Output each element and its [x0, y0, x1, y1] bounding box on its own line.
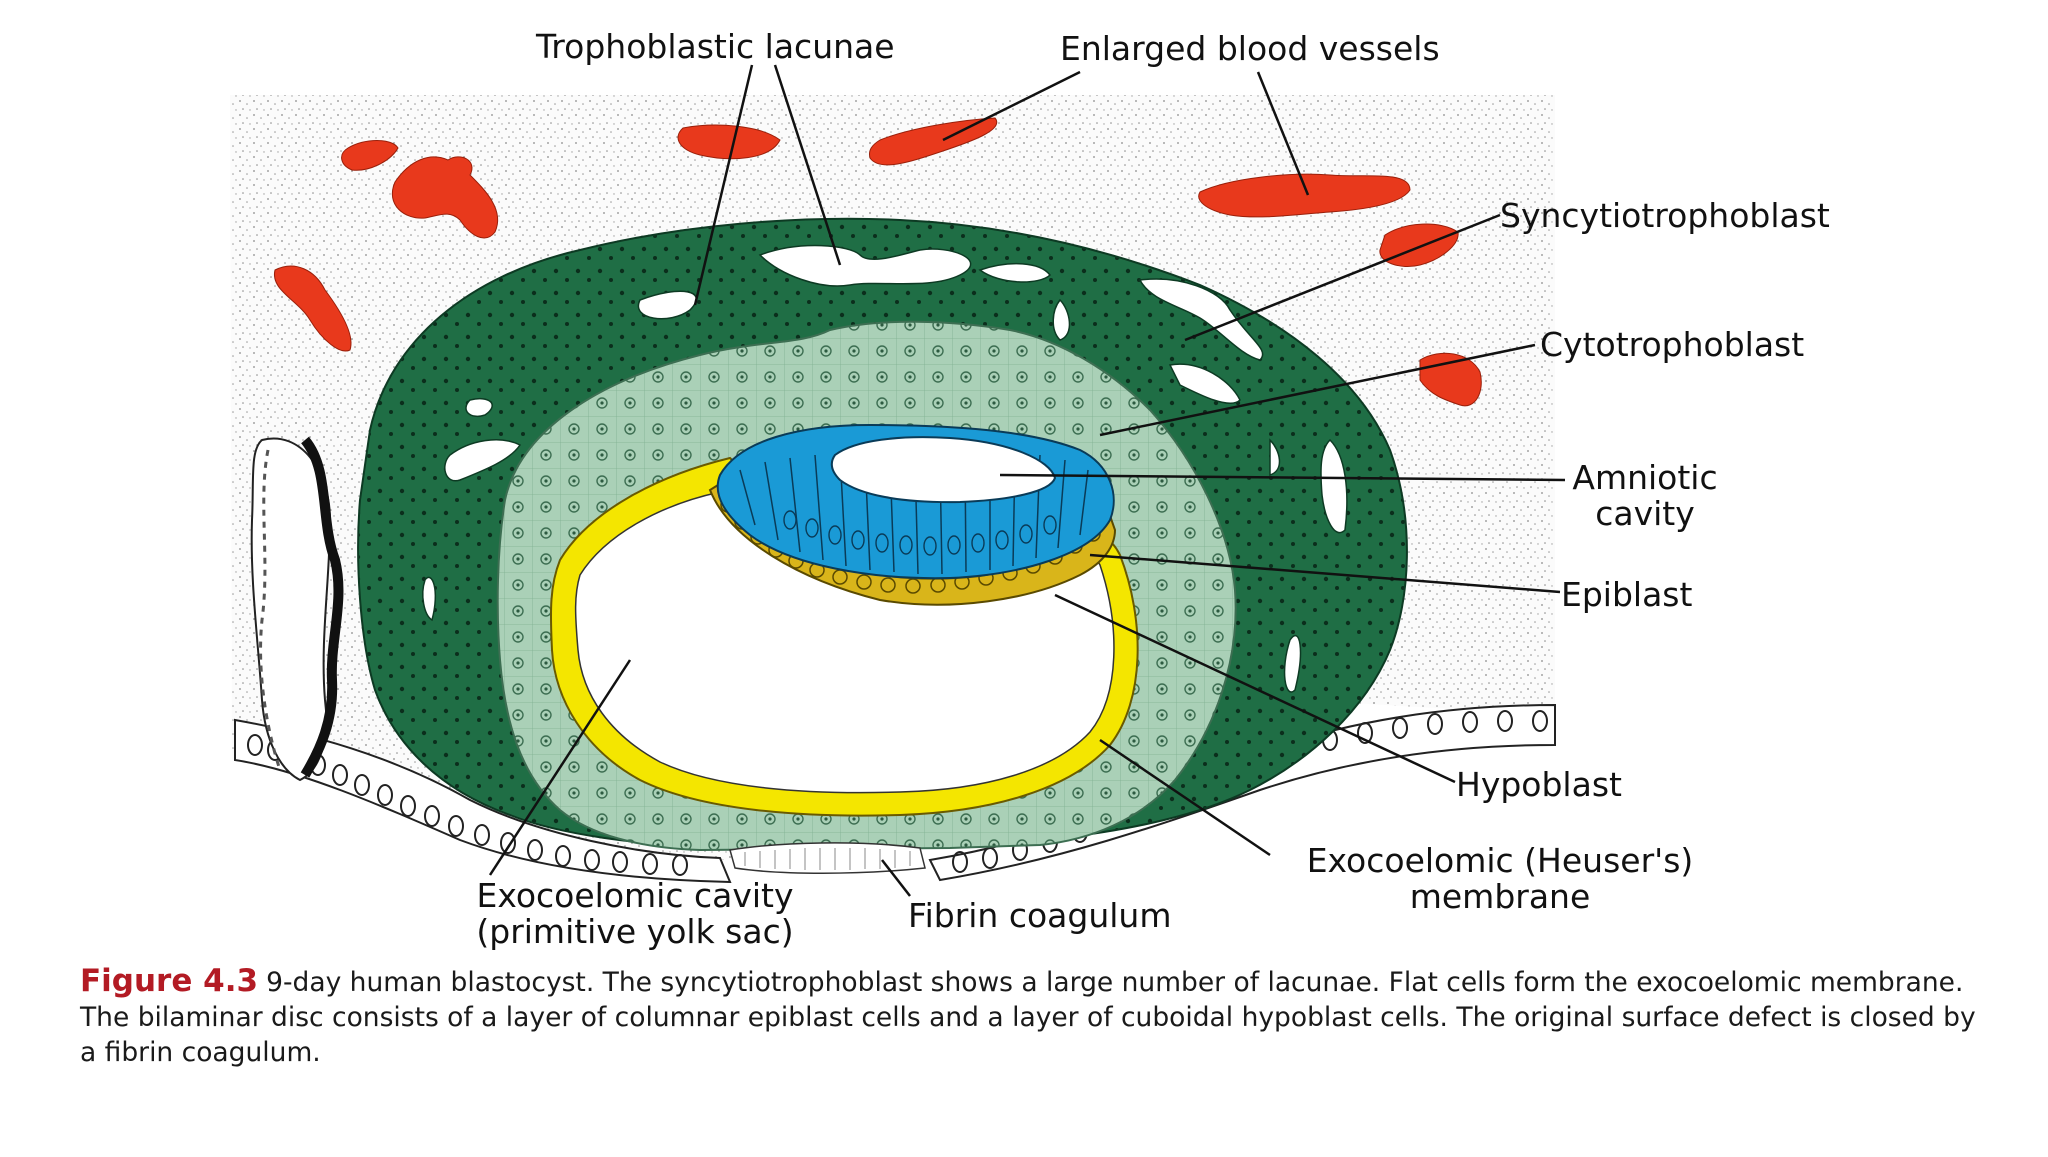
label-epiblast: Epiblast: [1561, 577, 1692, 613]
label-syncytiotrophoblast: Syncytiotrophoblast: [1500, 198, 1830, 234]
label-exocoelomic-cavity-line2: (primitive yolk sac): [430, 914, 840, 950]
caption-text: 9-day human blastocyst. The syncytiotrop…: [80, 967, 1976, 1068]
label-amniotic-cavity-line2: cavity: [1555, 496, 1735, 532]
label-exocoelomic-cavity: Exocoelomic cavity (primitive yolk sac): [430, 878, 840, 950]
label-amniotic-cavity-line1: Amniotic: [1555, 460, 1735, 496]
label-exocoelomic-membrane: Exocoelomic (Heuser's) membrane: [1270, 843, 1730, 915]
label-hypoblast: Hypoblast: [1456, 767, 1622, 803]
label-exocoelomic-cavity-line1: Exocoelomic cavity: [430, 878, 840, 914]
label-enlarged-blood-vessels: Enlarged blood vessels: [1060, 31, 1440, 67]
label-fibrin-coagulum: Fibrin coagulum: [908, 898, 1171, 934]
label-cytotrophoblast: Cytotrophoblast: [1540, 327, 1804, 363]
label-exocoelomic-membrane-line1: Exocoelomic (Heuser's): [1270, 843, 1730, 879]
caption-figure-number: Figure 4.3: [80, 963, 258, 999]
label-amniotic-cavity: Amniotic cavity: [1555, 460, 1735, 532]
fibrin-coagulum: [730, 843, 925, 873]
label-trophoblastic-lacunae: Trophoblastic lacunae: [536, 29, 895, 65]
label-exocoelomic-membrane-line2: membrane: [1270, 879, 1730, 915]
